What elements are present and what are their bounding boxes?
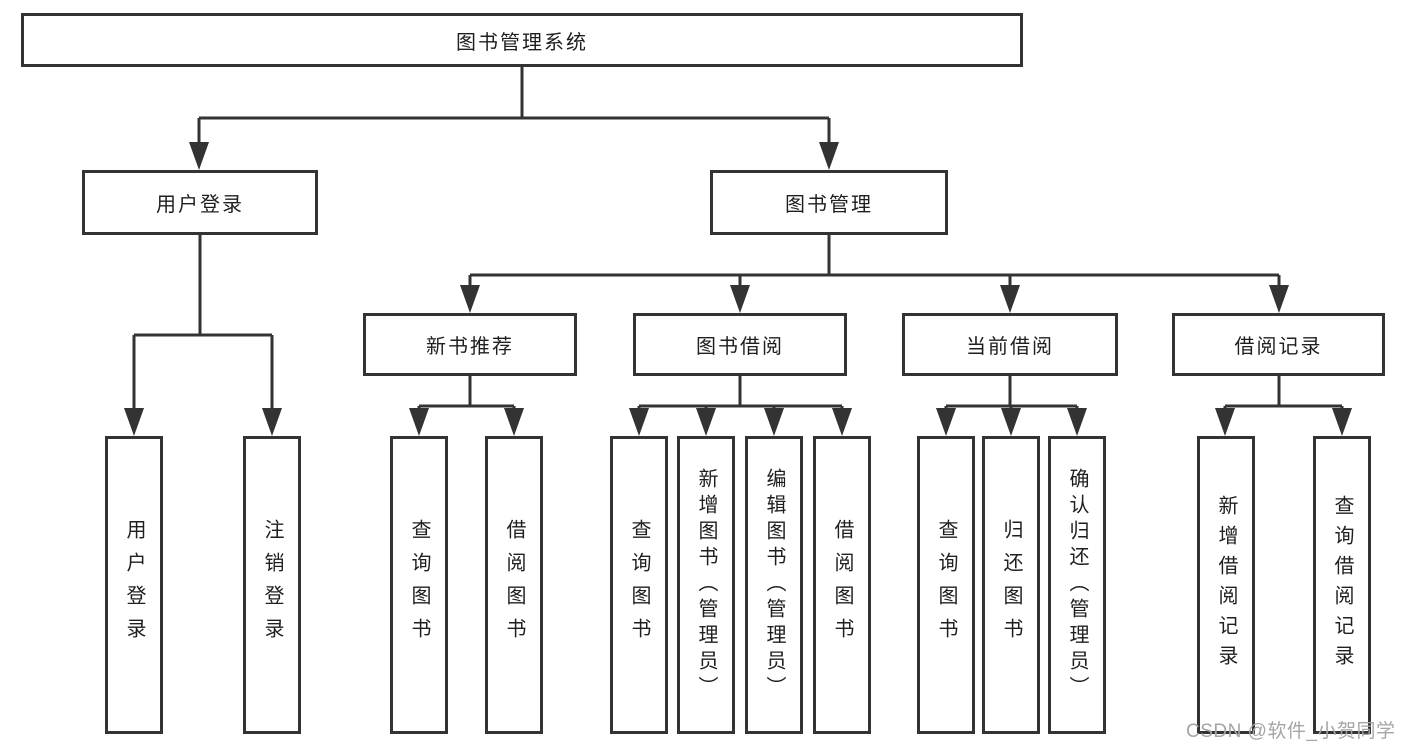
node-current-borrow: 当前借阅	[902, 313, 1118, 376]
node-book-borrow: 图书借阅	[633, 313, 847, 376]
leaf-add-borrow-record: 新增借阅记录	[1197, 436, 1255, 734]
connector-userlogin-to-leaves	[132, 235, 274, 414]
leaf-confirm-return-admin: 确认归还（管理员）	[1048, 436, 1106, 734]
leaf-edit-book-admin: 编辑图书（管理员）	[745, 436, 803, 734]
connector-bookborrow-to-leaves	[637, 376, 844, 414]
node-current-borrow-label: 当前借阅	[966, 336, 1054, 358]
leaf-user-login: 用户登录	[105, 436, 163, 734]
node-root-label: 图书管理系统	[456, 31, 588, 54]
leaf-add-book-admin-label: 新增图书（管理员）	[695, 468, 717, 702]
leaf-query-book-2: 查询图书	[610, 436, 668, 734]
leaf-query-book-3-label: 查询图书	[935, 519, 957, 651]
leaf-query-borrow-record: 查询借阅记录	[1313, 436, 1371, 734]
csdn-watermark: CSDN @软件_小贺同学	[1186, 721, 1396, 742]
leaf-confirm-return-admin-label: 确认归还（管理员）	[1066, 468, 1088, 702]
leaf-query-book-1-label: 查询图书	[408, 519, 430, 651]
leaf-borrow-book-2-label: 借阅图书	[831, 519, 853, 651]
connector-borrowrecord-to-leaves	[1223, 376, 1344, 414]
node-borrow-record: 借阅记录	[1172, 313, 1385, 376]
leaf-user-login-label: 用户登录	[123, 519, 145, 651]
node-book-borrow-label: 图书借阅	[696, 336, 784, 358]
leaf-return-book-label: 归还图书	[1000, 519, 1022, 651]
node-new-book-recommend: 新书推荐	[363, 313, 577, 376]
arrowheads	[124, 142, 1352, 436]
leaf-borrow-book-1-label: 借阅图书	[503, 519, 525, 651]
leaf-edit-book-admin-label: 编辑图书（管理员）	[763, 468, 785, 702]
leaf-borrow-book-1: 借阅图书	[485, 436, 543, 734]
leaf-logout: 注销登录	[243, 436, 301, 734]
leaf-return-book: 归还图书	[982, 436, 1040, 734]
connector-root-to-level2	[197, 67, 831, 148]
connector-newbook-to-leaves	[417, 376, 516, 414]
node-user-login: 用户登录	[82, 170, 318, 235]
connector-bookmgmt-to-level3	[468, 235, 1281, 291]
node-new-book-recommend-label: 新书推荐	[426, 336, 514, 358]
leaf-query-book-2-label: 查询图书	[628, 519, 650, 651]
leaf-add-book-admin: 新增图书（管理员）	[677, 436, 735, 734]
node-user-login-label: 用户登录	[156, 194, 244, 216]
node-book-management: 图书管理	[710, 170, 948, 235]
node-borrow-record-label: 借阅记录	[1234, 336, 1323, 358]
node-book-management-label: 图书管理	[785, 194, 873, 216]
leaf-query-book-3: 查询图书	[917, 436, 975, 734]
leaf-logout-label: 注销登录	[261, 519, 283, 651]
leaf-borrow-book-2: 借阅图书	[813, 436, 871, 734]
leaf-query-book-1: 查询图书	[390, 436, 448, 734]
node-root-system: 图书管理系统	[21, 13, 1023, 67]
leaf-add-borrow-record-label: 新增借阅记录	[1215, 495, 1237, 675]
leaf-query-borrow-record-label: 查询借阅记录	[1331, 495, 1353, 675]
